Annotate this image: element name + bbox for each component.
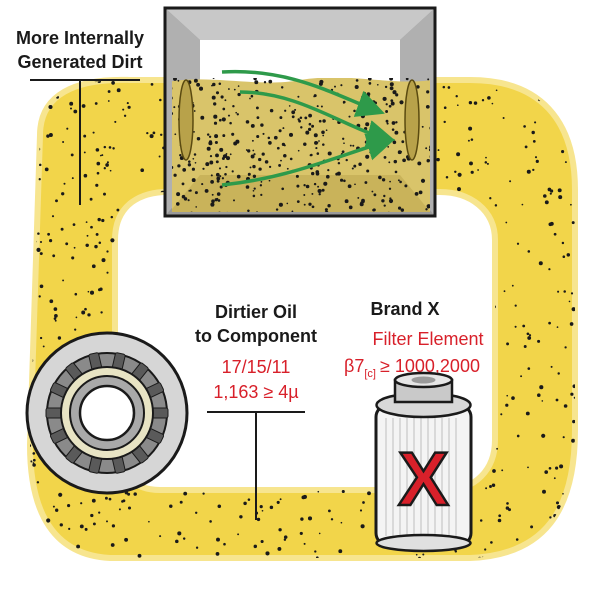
- beta-ratio-label: β7[c] ≥ 1000,2000: [344, 356, 480, 380]
- beta-value: ≥ 1000,2000: [380, 356, 480, 376]
- dirt-source-callout: More Internally Generated Dirt: [16, 28, 144, 205]
- dirt-source-label-line1: More Internally: [16, 28, 144, 48]
- filter-callout: Brand X Filter Element β7[c] ≥ 1000,2000: [344, 299, 484, 380]
- component-label-line2: to Component: [195, 326, 317, 346]
- roller-bearing-icon: [25, 331, 189, 495]
- beta-subscript: [c]: [364, 368, 376, 380]
- dirt-particles-tank: [172, 78, 430, 212]
- flow-arrow-icon: [221, 133, 396, 187]
- beta-symbol: β7: [344, 356, 364, 376]
- filter-cartridge-icon: X: [374, 371, 473, 553]
- component-callout: Dirtier Oil to Component 17/15/11 1,163 …: [195, 302, 317, 520]
- cleanliness-code: 17/15/11: [222, 357, 291, 377]
- brand-label: Brand X: [370, 299, 439, 319]
- filter-x-mark: X: [398, 437, 449, 522]
- reservoir-tank-icon: [163, 6, 437, 218]
- flow-arrow-icon: [221, 69, 385, 117]
- filter-element-label: Filter Element: [372, 329, 483, 349]
- particle-count: 1,163 ≥ 4µ: [213, 382, 298, 402]
- tank-outlet-port: [404, 79, 420, 161]
- component-label-line1: Dirtier Oil: [215, 302, 297, 322]
- tank-inlet-port: [178, 79, 194, 161]
- dirt-source-label-line2: Generated Dirt: [17, 52, 142, 72]
